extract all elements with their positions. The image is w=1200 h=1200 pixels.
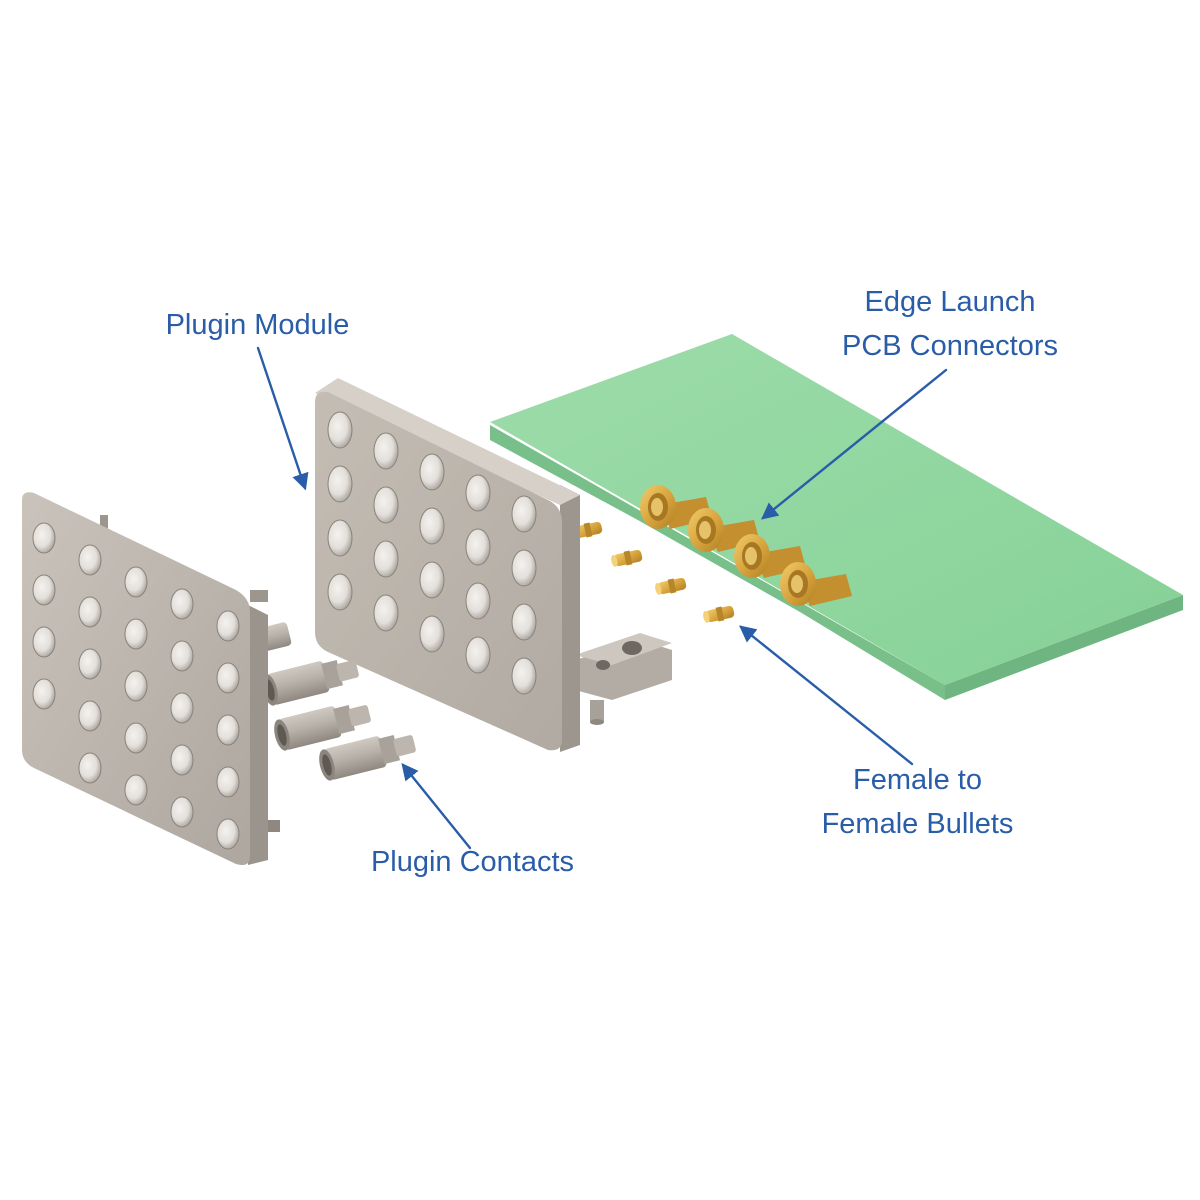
plugin-contact [262,659,359,706]
mounting-hole [78,752,102,784]
pcb-board [490,334,1183,700]
mounting-hole [170,744,194,776]
edge-launch-connector [780,562,852,606]
female-bullet [611,549,643,567]
mounting-hole [373,432,399,470]
female-bullets [571,521,735,623]
female-bullets-label: Female to Female Bullets [800,758,1035,846]
label-line: Plugin Contacts [370,846,575,878]
mounting-hole [465,636,491,674]
mounting-hole [170,640,194,672]
female-bullet [703,605,735,623]
plugin-contacts-label: Plugin Contacts [350,840,595,884]
mounting-hole [124,670,148,702]
plugin-contact [274,704,371,751]
mounting-hole [32,522,56,554]
mounting-hole [78,648,102,680]
mounting-hole [465,474,491,512]
mounting-hole [216,610,240,642]
mounting-hole [216,766,240,798]
mounting-hole [511,549,537,587]
mounting-hole [124,618,148,650]
mounting-hole [373,594,399,632]
mounting-hole [419,615,445,653]
callout-arrows [256,346,948,850]
mounting-hole [216,818,240,850]
mounting-hole [511,495,537,533]
mounting-hole [327,465,353,503]
mounting-hole [327,519,353,557]
mounting-hole [32,678,56,710]
mounting-hole [373,486,399,524]
mounting-hole [419,507,445,545]
plugin-module-holes [327,411,537,695]
mounting-hole [124,566,148,598]
mounting-hole [170,588,194,620]
mounting-hole [216,662,240,694]
mounting-hole [32,574,56,606]
mounting-hole [373,540,399,578]
mounting-hole [511,603,537,641]
mounting-hole [32,626,56,658]
label-line: Female to [853,764,982,796]
mounting-hole [419,561,445,599]
arrow-icon [256,346,309,491]
female-bullet [655,577,687,595]
label-line: Female Bullets [821,808,1014,840]
edge-launch-connectors [640,485,852,606]
label-line: Edge Launch [864,286,1036,318]
plugin-contact [319,734,416,781]
back-plate-holes [32,522,240,850]
arrow-icon [761,368,948,520]
plugin-module-label: Plugin Module [150,303,365,347]
mounting-hole [124,722,148,754]
label-line: PCB Connectors [842,330,1058,362]
arrow-icon [401,763,472,850]
edge-launch-connector [688,508,760,552]
label-line: Plugin Module [165,309,350,341]
mounting-hole [170,692,194,724]
mounting-hole [170,796,194,828]
mounting-hole [78,544,102,576]
mounting-hole [78,596,102,628]
edge-launch-label: Edge Launch PCB Connectors [820,280,1080,368]
mounting-hole [419,453,445,491]
mounting-hole [465,582,491,620]
mounting-hole [327,411,353,449]
mounting-hole [216,714,240,746]
mounting-hole [124,774,148,806]
mounting-hole [78,700,102,732]
arrow-icon [739,625,914,766]
mounting-bracket [575,633,672,725]
mounting-hole [327,573,353,611]
mounting-hole [511,657,537,695]
mounting-hole [465,528,491,566]
back-plate [22,492,280,865]
